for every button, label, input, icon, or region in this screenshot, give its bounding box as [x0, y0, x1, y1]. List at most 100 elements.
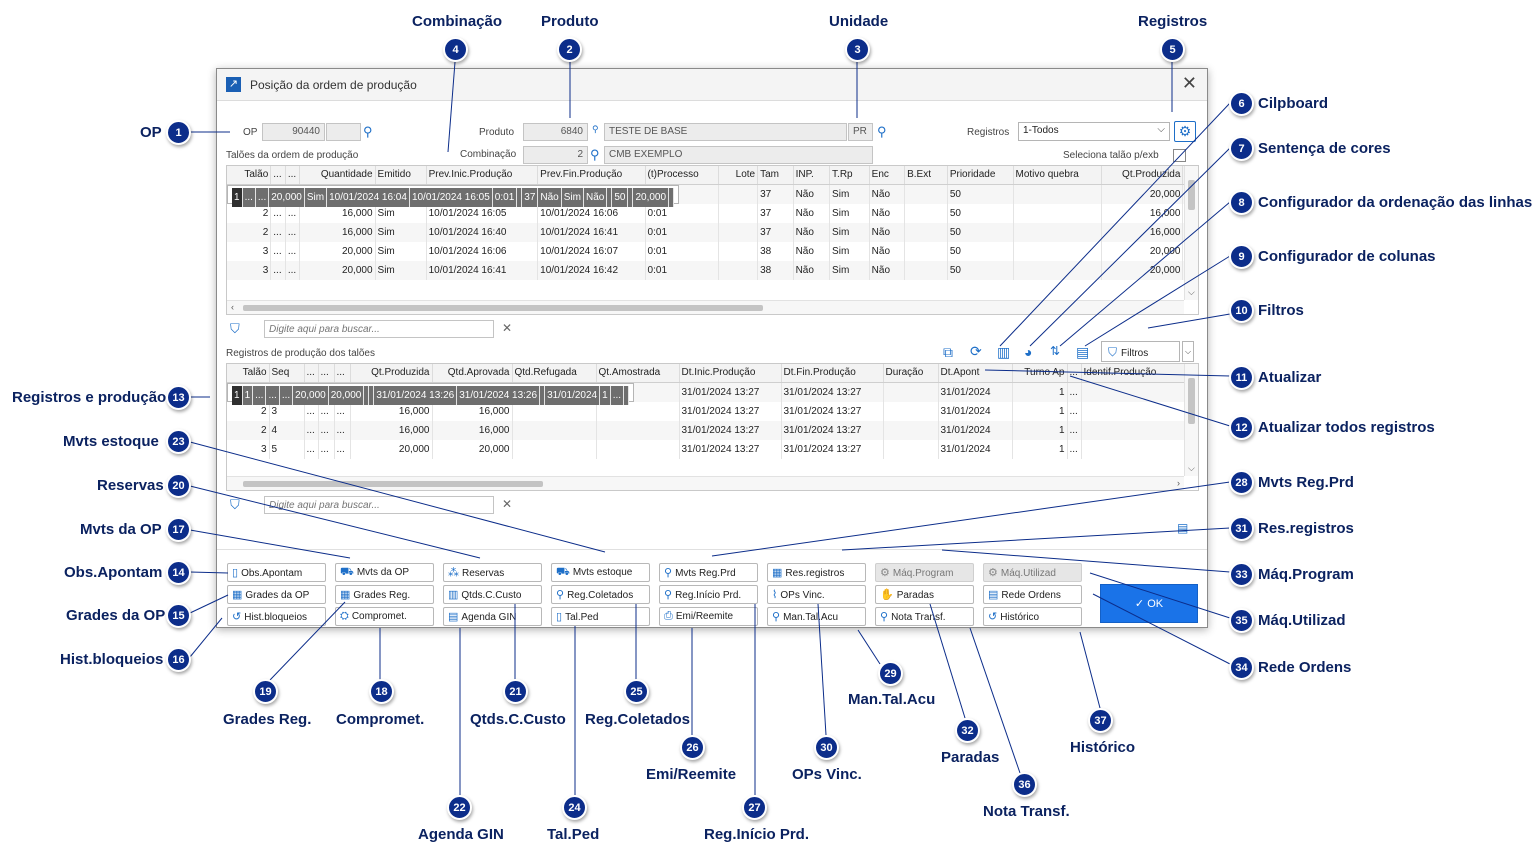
seleciona-talao-checkbox[interactable] [1173, 149, 1186, 162]
column-header[interactable]: T.Rp [829, 166, 870, 185]
taloes-search-input[interactable] [264, 320, 494, 338]
combinacao-code-field[interactable]: 2 [523, 146, 588, 164]
registros-clear-icon[interactable]: ✕ [502, 497, 513, 511]
qtds-c-custo-button[interactable]: ▥Qtds.C.Custo [443, 585, 542, 604]
registros-vertical-scrollbar[interactable]: ⌵ [1184, 364, 1198, 476]
panel-layout-icon[interactable]: ▤ [1177, 521, 1189, 535]
hist-bloqueios-button[interactable]: ↺Hist.bloqueios [227, 607, 326, 626]
column-header[interactable]: Prioridade [947, 166, 1014, 185]
clipboard-copy-icon[interactable]: ⧉ [943, 344, 953, 360]
column-header[interactable]: Seq [269, 364, 305, 383]
column-header[interactable]: ... [334, 364, 351, 383]
res-registros-button[interactable]: ▦Res.registros [767, 563, 866, 582]
reservas-button[interactable]: ⁂Reservas [443, 563, 542, 582]
compromet-button[interactable]: ⛭Compromet. [335, 607, 434, 626]
column-header[interactable]: Motivo quebra [1013, 166, 1103, 185]
combinacao-search-icon[interactable]: ⚲ [590, 147, 600, 162]
tal-ped-button[interactable]: ▯Tal.Ped [551, 607, 650, 626]
column-header[interactable]: ... [318, 364, 335, 383]
registros-hscroll-thumb[interactable] [243, 481, 543, 487]
mvts-reg-prd-button[interactable]: ⚲Mvts Reg.Prd [659, 563, 758, 582]
emi-reemite-button[interactable]: ⎙Emi/Reemite [659, 607, 758, 626]
refresh-all-icon[interactable]: ▥ [997, 344, 1011, 360]
taloes-vscroll-thumb[interactable] [1188, 180, 1195, 210]
maq-program-button[interactable]: ⚙Máq.Program [875, 563, 974, 582]
taloes-clear-icon[interactable]: ✕ [502, 321, 513, 335]
filtros-button[interactable]: ⛉Filtros [1101, 341, 1180, 362]
sort-order-icon[interactable]: ⇅ [1050, 344, 1061, 358]
column-header[interactable]: Qtd.Aprovada [432, 364, 513, 383]
column-header[interactable]: Qt.Produzida [1101, 166, 1184, 185]
filter-funnel-icon[interactable]: ⛉ [230, 497, 240, 512]
paradas-button[interactable]: ✋Paradas [875, 585, 974, 604]
registros-select[interactable]: 1-Todos ⌵ [1018, 122, 1170, 141]
column-header[interactable]: ... [1067, 364, 1082, 383]
column-header[interactable]: Lote [718, 166, 759, 185]
op-field[interactable]: 90440 [262, 123, 325, 141]
historico-button[interactable]: ↺Histórico [983, 607, 1082, 626]
reg-inicio-prd-button[interactable]: ⚲Reg.Início Prd. [659, 585, 758, 604]
registros-horizontal-scrollbar[interactable]: › [227, 476, 1184, 490]
column-header[interactable]: ... [304, 364, 319, 383]
column-header[interactable]: Talão [227, 364, 270, 383]
taloes-horizontal-scrollbar[interactable]: ‹ [227, 300, 1184, 314]
registros-search-input[interactable] [264, 496, 494, 514]
column-header[interactable]: Emitido [375, 166, 427, 185]
column-header[interactable]: ... [270, 166, 286, 185]
obs-apontam-button[interactable]: ▯Obs.Apontam [227, 563, 326, 582]
close-button[interactable]: ✕ [1181, 73, 1197, 93]
taloes-hscroll-thumb[interactable] [243, 305, 763, 311]
produto-code-field[interactable]: 6840 [523, 123, 588, 141]
column-header[interactable]: Duração [883, 364, 939, 383]
column-header[interactable]: Dt.Apont [938, 364, 1013, 383]
column-header[interactable]: Qtd.Refugada [512, 364, 597, 383]
column-header[interactable]: Quantidade [299, 166, 376, 185]
column-config-icon[interactable]: ▤ [1076, 344, 1090, 360]
color-palette-icon[interactable]: ◕ [1024, 344, 1033, 360]
column-header[interactable]: Turno Ap [1012, 364, 1068, 383]
produto-lookup-icon[interactable]: ⚲ [592, 124, 599, 134]
scroll-down-icon[interactable]: ⌵ [1188, 287, 1195, 297]
column-header[interactable]: Qt.Produzida [350, 364, 433, 383]
scroll-left-icon[interactable]: ‹ [231, 302, 234, 312]
column-header[interactable]: Prev.Inic.Produção [426, 166, 539, 185]
column-header[interactable]: Tam [757, 166, 794, 185]
column-header[interactable]: Identif.Produção [1081, 364, 1198, 383]
nota-transf-button[interactable]: ⚲Nota Transf. [875, 607, 974, 626]
filtros-dropdown[interactable]: ⌵ [1182, 341, 1194, 362]
column-header[interactable]: Dt.Fin.Produção [781, 364, 884, 383]
grades-op-button[interactable]: ▦Grades da OP [227, 585, 326, 604]
column-header[interactable]: ... [285, 166, 301, 185]
mvts-op-button[interactable]: ⛟Mvts da OP [335, 563, 434, 582]
maq-utilizad-button[interactable]: ⚙Máq.Utilizad [983, 563, 1082, 582]
registros-vscroll-thumb[interactable] [1188, 378, 1195, 424]
taloes-vertical-scrollbar[interactable]: ⌵ [1184, 166, 1198, 300]
refresh-icon[interactable]: ⟳ [970, 343, 982, 359]
ops-vinc-button[interactable]: ⌇OPs Vinc. [767, 585, 866, 604]
produto-search-icon[interactable]: ⚲ [877, 124, 887, 139]
mvts-estoque-button[interactable]: ⛟Mvts estoque [551, 563, 650, 582]
column-header[interactable]: Dt.Inic.Produção [679, 364, 782, 383]
column-header[interactable]: (t)Processo [645, 166, 719, 185]
op-suffix-field[interactable] [326, 123, 361, 141]
scroll-down-icon[interactable]: ⌵ [1188, 463, 1195, 473]
column-header[interactable]: B.Ext [904, 166, 948, 185]
grades-reg-button[interactable]: ▦Grades Reg. [335, 585, 434, 604]
column-header[interactable]: INP. [793, 166, 831, 185]
column-header[interactable]: Enc [869, 166, 906, 185]
agenda-gin-button[interactable]: ▤Agenda GIN [443, 607, 542, 626]
scroll-right-icon[interactable]: › [1177, 478, 1180, 488]
column-header[interactable]: Prev.Fin.Produção [537, 166, 646, 185]
op-search-icon[interactable]: ⚲ [363, 124, 373, 139]
column-header[interactable]: Talão [227, 166, 272, 185]
